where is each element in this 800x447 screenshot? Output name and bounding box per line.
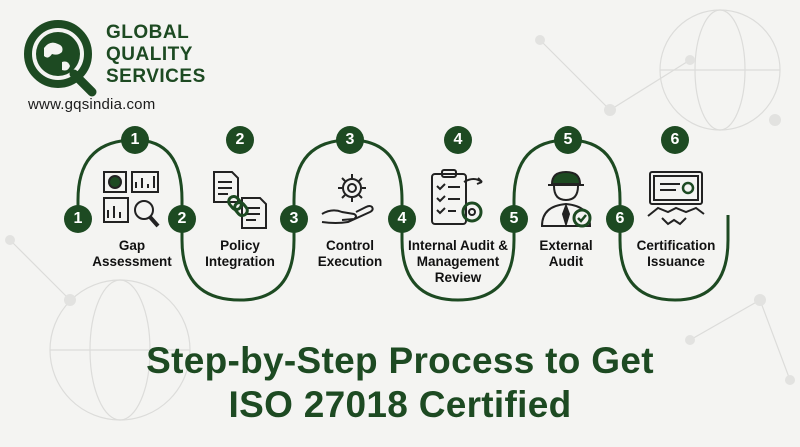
step-1-label-line-1: Gap: [118, 238, 146, 253]
step-4-badge-side: 4: [388, 205, 416, 233]
brand-name-line-1: GLOBAL: [106, 22, 190, 43]
globe-q-logo-icon: [24, 20, 97, 97]
headline-line-1: Step-by-Step Process to Get: [146, 340, 654, 381]
step-4-label: Internal Audit & Management Review: [398, 238, 518, 286]
step-5-badge-top: 5: [554, 126, 582, 154]
step-5-label: External Audit: [506, 238, 626, 270]
charts-magnifier-icon: [103, 171, 160, 228]
step-2-label-line-2: Integration: [205, 254, 275, 269]
step-3-label: Control Execution: [290, 238, 410, 270]
step-6-label-line-2: Issuance: [647, 254, 705, 269]
step-4-label-line-2: Management: [416, 254, 500, 269]
step-3-label-line-2: Execution: [317, 254, 383, 269]
step-3-badge-side: 3: [280, 205, 308, 233]
step-5-label-line-1: External: [539, 238, 593, 253]
step-4-label-line-1: Internal Audit &: [408, 238, 508, 253]
certificate-handshake-icon: [647, 171, 705, 226]
step-1-badge-top: 1: [121, 126, 149, 154]
step-6-badge-top: 6: [661, 126, 689, 154]
step-4-badge-top: 4: [444, 126, 472, 154]
step-3-badge-top: 3: [336, 126, 364, 154]
step-3-label-line-1: Control: [326, 238, 374, 253]
step-1-label: Gap Assessment: [72, 238, 192, 270]
step-5-badge-side: 5: [500, 205, 528, 233]
step-2-label: Policy Integration: [180, 238, 300, 270]
step-1-label-line-2: Assessment: [92, 254, 172, 269]
step-5-label-line-2: Audit: [548, 254, 584, 269]
brand-name-line-3: SERVICES: [106, 66, 206, 87]
step-6-label-line-1: Certification: [636, 238, 716, 253]
step-2-badge-side: 2: [168, 205, 196, 233]
step-4-label-line-3: Review: [434, 270, 482, 285]
brand-name: GLOBAL QUALITY SERVICES: [106, 22, 206, 88]
step-6-label: Certification Issuance: [616, 238, 736, 270]
hand-gear-icon: [321, 174, 374, 224]
auditor-icon: [540, 170, 592, 228]
headline-line-2: ISO 27018 Certified: [228, 384, 572, 425]
step-2-label-line-1: Policy: [220, 238, 260, 253]
documents-link-icon: [213, 171, 267, 229]
step-2-badge-top: 2: [226, 126, 254, 154]
checklist-gear-icon: [431, 169, 483, 225]
brand-logo: GLOBAL QUALITY SERVICES www.gqsindia.com: [22, 18, 222, 118]
step-1-badge-side: 1: [64, 205, 92, 233]
step-6-badge-side: 6: [606, 205, 634, 233]
website-url: www.gqsindia.com: [28, 96, 156, 113]
brand-name-line-2: QUALITY: [106, 44, 193, 65]
